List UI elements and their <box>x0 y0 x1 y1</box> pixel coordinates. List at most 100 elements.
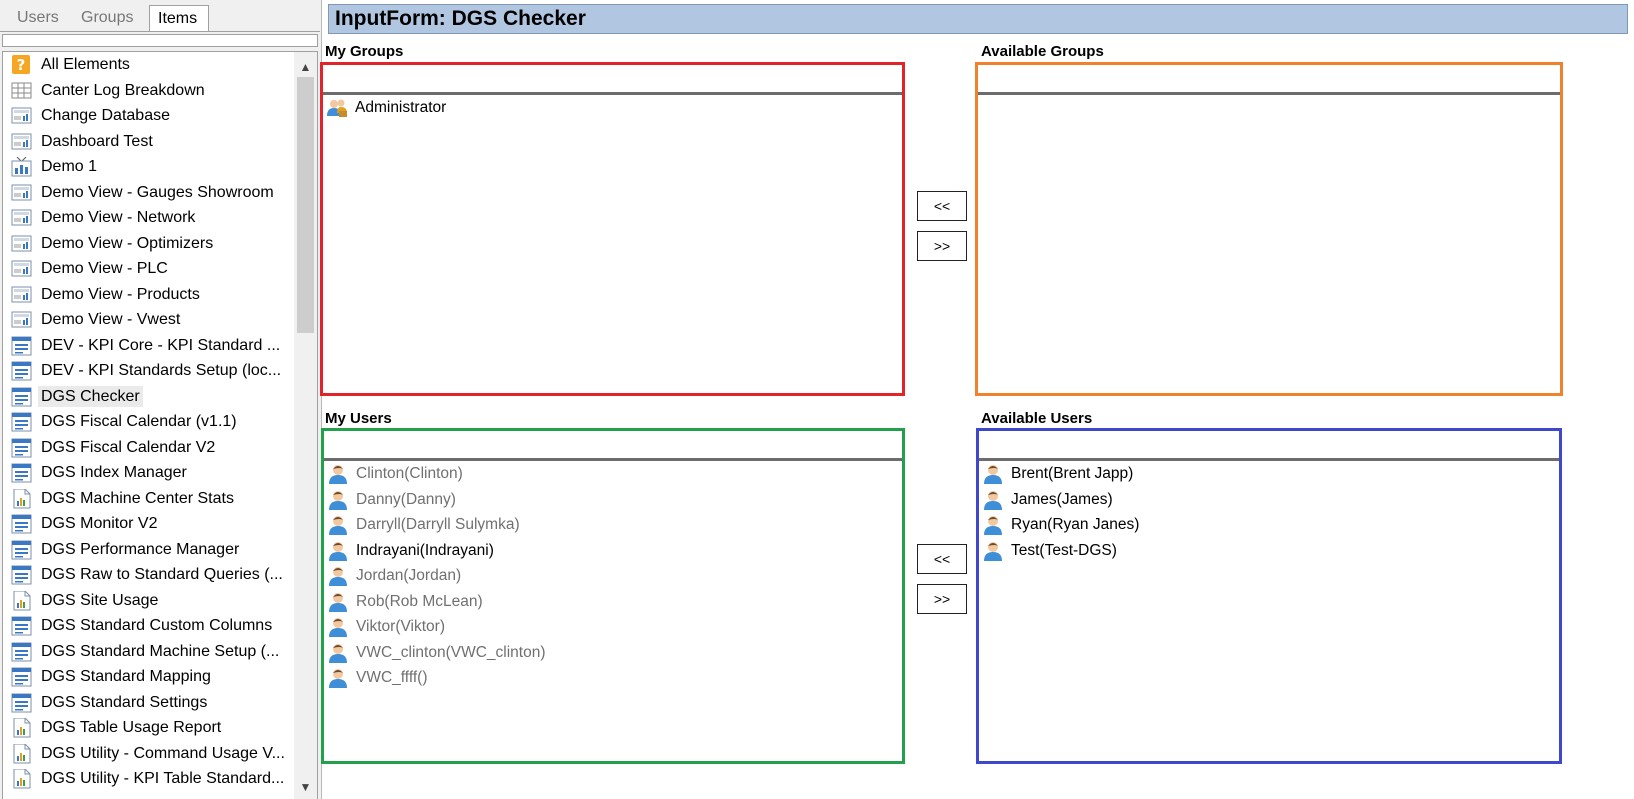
tree-item[interactable]: DGS Utility - Command Usage V... <box>3 741 295 767</box>
tree-item-label: DGS Site Usage <box>41 591 159 609</box>
chart-icon <box>11 285 33 304</box>
form-icon <box>11 438 33 457</box>
tree-item[interactable]: Demo View - Gauges Showroom <box>3 180 295 206</box>
form-icon <box>11 514 33 534</box>
tree-item[interactable]: Demo View - Products <box>3 282 295 308</box>
tree-item[interactable]: DGS Standard Machine Setup (... <box>3 639 295 665</box>
tree-item-label: DGS Standard Settings <box>41 693 208 711</box>
tree-item[interactable]: Demo View - Optimizers <box>3 231 295 257</box>
user-row[interactable]: Clinton(Clinton) <box>324 461 902 487</box>
tree-item-label: Demo 1 <box>41 158 98 175</box>
chart-icon <box>11 132 33 151</box>
user-icon <box>982 541 1004 561</box>
tree-item[interactable]: DGS Checker <box>3 384 295 410</box>
tree-scrollbar[interactable]: ▲ ▼ <box>294 52 317 799</box>
tree-item[interactable]: ?All Elements <box>3 52 295 78</box>
user-row[interactable]: VWC_clinton(VWC_clinton) <box>324 640 902 666</box>
user-row[interactable]: Brent(Brent Japp) <box>979 461 1559 487</box>
chart-icon <box>11 259 33 278</box>
tree-item-label: DGS Performance Manager <box>41 540 240 558</box>
my-groups-header <box>323 65 902 95</box>
form-icon <box>11 642 33 661</box>
tree-item[interactable]: DGS Machine Center Stats <box>3 486 295 512</box>
form-icon <box>11 387 33 406</box>
available-groups-list[interactable] <box>975 62 1563 396</box>
user-row[interactable]: Viktor(Viktor) <box>324 614 902 640</box>
tree-item[interactable]: DGS Standard Settings <box>3 690 295 716</box>
user-row-label: VWC_ffff() <box>356 669 428 686</box>
form-icon <box>11 616 33 636</box>
user-row[interactable]: James(James) <box>979 487 1559 513</box>
user-row[interactable]: Danny(Danny) <box>324 487 902 513</box>
tree-item[interactable]: Demo View - PLC <box>3 256 295 282</box>
user-row[interactable]: VWC_ffff() <box>324 665 902 691</box>
chart-icon <box>11 234 33 253</box>
user-icon <box>327 668 349 688</box>
tree-item[interactable]: DGS Table Usage Report <box>3 715 295 741</box>
report-icon <box>11 768 33 789</box>
tree-item-label: DGS Fiscal Calendar V2 <box>41 438 216 456</box>
tree-item[interactable]: Demo 1 <box>3 154 295 180</box>
user-row[interactable]: Ryan(Ryan Janes) <box>979 512 1559 538</box>
scroll-up-icon[interactable]: ▲ <box>299 60 312 74</box>
user-row-label: VWC_clinton(VWC_clinton) <box>356 643 546 661</box>
form-icon <box>11 336 33 355</box>
tree-item-label: Demo View - Gauges Showroom <box>41 183 274 201</box>
tree-item[interactable]: DGS Fiscal Calendar (v1.1) <box>3 409 295 435</box>
tree-item[interactable]: DGS Index Manager <box>3 460 295 486</box>
my-users-list[interactable]: Clinton(Clinton)Danny(Danny)Darryll(Darr… <box>321 428 905 764</box>
tree-item[interactable]: Change Database <box>3 103 295 129</box>
add-user-button[interactable]: << <box>917 544 967 574</box>
panel-tabs: Users Groups Items <box>0 0 322 32</box>
tree-item-label: DGS Standard Mapping <box>41 668 211 685</box>
tree-item[interactable]: Demo View - Network <box>3 205 295 231</box>
tree-item-label: Demo View - Network <box>41 209 196 226</box>
tree-item[interactable]: DGS Monitor V2 <box>3 511 295 537</box>
add-group-button[interactable]: << <box>917 191 967 221</box>
user-row[interactable]: Test(Test-DGS) <box>979 538 1559 564</box>
user-row[interactable]: Rob(Rob McLean) <box>324 589 902 615</box>
tab-divider <box>0 31 320 32</box>
tree-item[interactable]: DGS Utility - KPI Table Standard... <box>3 766 295 792</box>
tab-users[interactable]: Users <box>17 9 59 26</box>
user-row[interactable]: Jordan(Jordan) <box>324 563 902 589</box>
tree-item-label: DGS Machine Center Stats <box>41 489 234 507</box>
tree-item-label: DGS Utility - Command Usage V... <box>41 744 285 762</box>
user-icon <box>327 643 349 663</box>
my-groups-list[interactable]: Administrator <box>320 62 905 396</box>
user-row[interactable]: Indrayani(Indrayani) <box>324 538 902 564</box>
user-row-label: Jordan(Jordan) <box>356 567 462 584</box>
tab-items[interactable]: Items <box>149 5 209 32</box>
tree-item[interactable]: DGS Fiscal Calendar V2 <box>3 435 295 461</box>
tree-item[interactable]: DGS Performance Manager <box>3 537 295 563</box>
tab-groups[interactable]: Groups <box>81 9 134 26</box>
tree-item[interactable]: DGS Standard Custom Columns <box>3 613 295 639</box>
available-users-list[interactable]: Brent(Brent Japp)James(James)Ryan(Ryan J… <box>976 428 1562 764</box>
tree-item-label: Demo View - Optimizers <box>41 234 214 252</box>
tree-item[interactable]: DEV - KPI Core - KPI Standard ... <box>3 333 295 359</box>
tree-filter-input[interactable] <box>2 34 318 47</box>
tree-item-label: Canter Log Breakdown <box>41 81 205 99</box>
group-row[interactable]: Administrator <box>323 95 902 121</box>
tree-item[interactable]: Dashboard Test <box>3 129 295 155</box>
remove-group-button[interactable]: >> <box>917 231 967 261</box>
tree-item[interactable]: DGS Standard Mapping <box>3 664 295 690</box>
chart-icon <box>11 208 33 227</box>
user-row[interactable]: Darryll(Darryll Sulymka) <box>324 512 902 538</box>
tree-item-label: DGS Utility - KPI Table Standard... <box>41 770 285 787</box>
tree-item[interactable]: Canter Log Breakdown <box>3 78 295 104</box>
scroll-down-icon[interactable]: ▼ <box>299 780 312 794</box>
tree-item[interactable]: DEV - KPI Standards Setup (loc... <box>3 358 295 384</box>
tree-item[interactable]: DGS Raw to Standard Queries (... <box>3 562 295 588</box>
tree-item-label: DGS Table Usage Report <box>41 719 222 736</box>
available-groups-label: Available Groups <box>981 43 1104 60</box>
group-row-label: Administrator <box>355 99 447 116</box>
scroll-thumb[interactable] <box>297 77 314 333</box>
tree-item-label: Dashboard Test <box>41 132 153 150</box>
tree-item-label: DGS Fiscal Calendar (v1.1) <box>41 413 237 430</box>
tree-item[interactable]: DGS Site Usage <box>3 588 295 614</box>
tree-item[interactable]: Demo View - Vwest <box>3 307 295 333</box>
remove-user-button[interactable]: >> <box>917 584 967 614</box>
